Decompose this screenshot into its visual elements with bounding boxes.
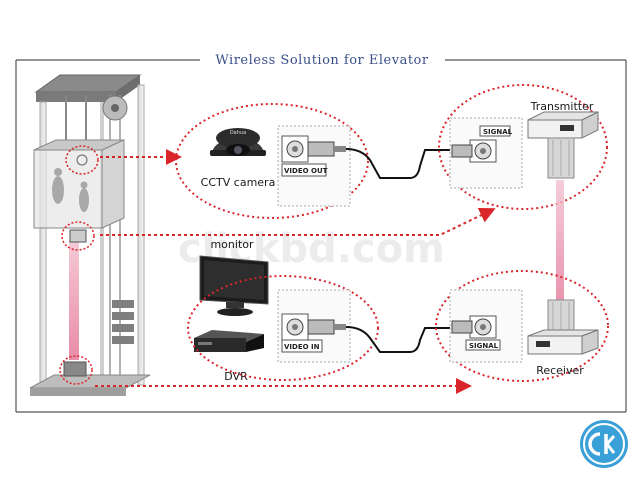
signal-label-top: SIGNAL — [483, 128, 513, 136]
video-in-label: VIDEO IN — [284, 343, 320, 351]
diagram-title: Wireless Solution for Elevator — [215, 53, 428, 68]
transmitter-group-ellipse — [438, 84, 608, 210]
cctv-camera-icon: Dahua — [210, 128, 266, 156]
receiver-device-icon — [527, 299, 599, 355]
cable-bottom — [345, 326, 452, 353]
cctv-group-ellipse — [175, 103, 369, 219]
label-dvr: DVR — [224, 370, 248, 383]
wireless-beam — [556, 180, 564, 304]
cable-top — [345, 148, 455, 179]
label-receiver: Receiver — [536, 364, 584, 377]
camera-brand: Dahua — [230, 130, 246, 136]
label-transmitter: Transmitter — [530, 100, 594, 113]
signal-panel-bottom: SIGNAL — [449, 289, 523, 363]
video-in-panel: VIDEO IN — [277, 289, 351, 363]
clickbd-logo-icon — [580, 420, 628, 468]
outer-frame — [15, 59, 627, 413]
receiver-group-ellipse — [435, 270, 609, 382]
video-out-label: VIDEO OUT — [284, 167, 328, 175]
video-out-panel: VIDEO OUT — [277, 125, 351, 207]
signal-panel-top: SIGNAL — [449, 117, 523, 189]
signal-label-bottom: SIGNAL — [469, 342, 499, 350]
receiver-mount-circle — [59, 355, 93, 385]
dvr-group-ellipse — [187, 275, 379, 381]
transmitter-mount-circle — [61, 221, 95, 251]
label-monitor: monitor — [210, 238, 254, 251]
camera-mount-circle — [65, 145, 99, 175]
label-cctv-camera: CCTV camera — [201, 176, 276, 189]
dvr-icon — [194, 330, 264, 352]
monitor-icon — [199, 255, 269, 316]
transmitter-device-icon — [527, 111, 599, 179]
transmitter-arrow — [100, 207, 496, 236]
